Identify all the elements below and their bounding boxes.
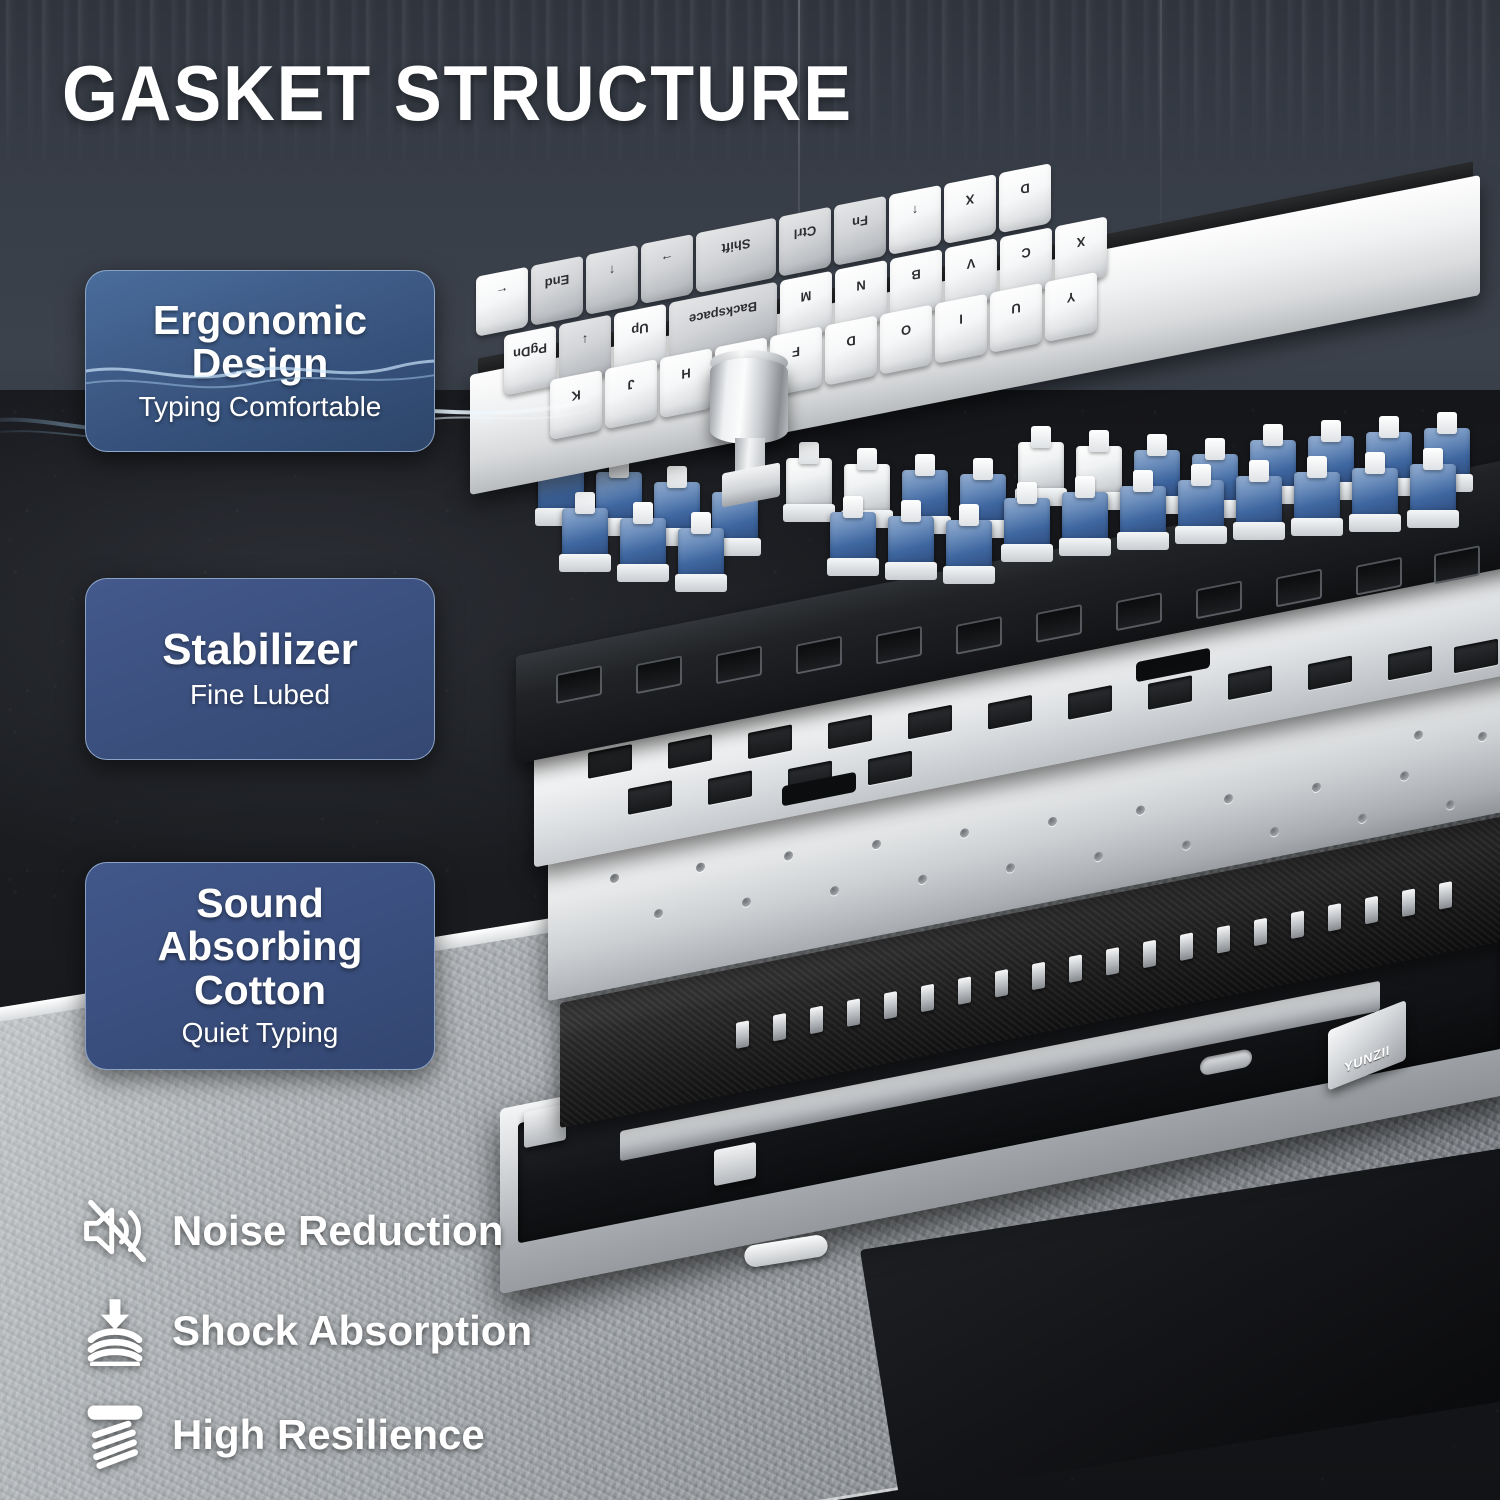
background-vertical-line-2	[1160, 0, 1162, 300]
wave-decoration-icon	[86, 359, 434, 389]
feature-noise-reduction: Noise Reduction	[80, 1196, 503, 1266]
page-title: GASKET STRUCTURE	[62, 49, 853, 137]
callout-1-title-line-1: Ergonomic	[152, 296, 368, 343]
callout-sound-absorbing-cotton: Sound Absorbing Cotton Quiet Typing	[85, 862, 435, 1070]
callout-3-title-line-3: Cotton	[193, 966, 327, 1013]
rotary-knob	[710, 358, 788, 444]
feature-label-noise-reduction: Noise Reduction	[172, 1207, 504, 1254]
callout-2-title-line-1: Stabilizer	[162, 624, 358, 674]
stabilizer-unit-1	[783, 442, 835, 522]
feature-shock-absorption: Shock Absorption	[80, 1296, 532, 1366]
feature-label-high-resilience: High Resilience	[172, 1411, 485, 1458]
callout-3-subtitle: Quiet Typing	[181, 1017, 339, 1049]
shock-absorption-icon	[80, 1296, 150, 1366]
callout-stabilizer: Stabilizer Fine Lubed	[85, 578, 435, 760]
callout-2-subtitle: Fine Lubed	[189, 678, 331, 710]
speaker-mute-icon	[80, 1196, 150, 1266]
callout-1-subtitle: Typing Comfortable	[138, 390, 382, 422]
background-vertical-line	[798, 0, 800, 420]
plate-stabilizer-slot-2	[1136, 647, 1210, 683]
feature-label-shock-absorption: Shock Absorption	[172, 1307, 533, 1354]
callout-ergonomic-design: Ergonomic Design Typing Comfortable	[85, 270, 435, 452]
background-streak-texture	[0, 0, 1500, 175]
callout-3-title-line-2: Absorbing	[157, 923, 363, 970]
callout-3-title-line-1: Sound	[196, 880, 324, 927]
layer-keycaps: ← End ↑ → Shift Ctrl Fn ↑ X D PgDn ↓ Up …	[470, 100, 1500, 508]
high-resilience-spring-icon	[80, 1400, 150, 1470]
feature-high-resilience: High Resilience	[80, 1400, 485, 1470]
